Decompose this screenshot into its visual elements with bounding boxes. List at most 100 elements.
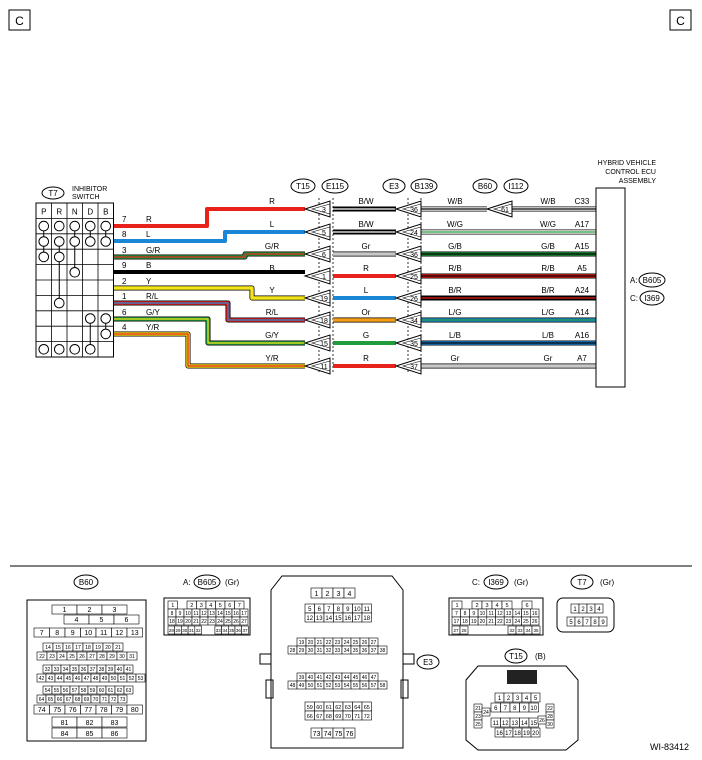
terminal-number: 75 [53, 707, 61, 714]
terminal-cell [135, 673, 146, 683]
ecu-pin-label: A16 [575, 331, 590, 340]
terminal-number: 26 [532, 619, 538, 625]
terminal-cell [117, 694, 128, 704]
terminal-number: 10 [530, 706, 537, 712]
terminal-number: 81 [61, 720, 69, 727]
contact-point [38, 220, 50, 232]
contact-point [84, 313, 96, 324]
terminal-number: 56 [63, 688, 69, 694]
terminal-number: 25 [523, 619, 529, 625]
terminal-number: 6 [525, 603, 528, 609]
contact-point [84, 344, 96, 355]
terminal-number: 34 [63, 667, 69, 673]
terminal-cell [239, 616, 249, 626]
terminal-number: 18 [363, 616, 370, 622]
terminal-number: 17 [454, 619, 460, 625]
terminal-number: 9 [179, 611, 182, 617]
wire-switch-7 [114, 207, 305, 228]
e3-pin-number: 26 [410, 296, 418, 303]
terminal-cell [361, 612, 372, 623]
terminal-number: 33 [517, 628, 523, 633]
contact-point [53, 220, 65, 232]
wire-color-label: W/B [540, 197, 555, 206]
terminal-number: 15 [335, 616, 342, 622]
terminal-number: 22 [39, 654, 45, 660]
terminal-number: 61 [326, 705, 332, 711]
terminal-number: 7 [585, 620, 589, 626]
terminal-number: 8 [55, 630, 59, 637]
wire-switch-2 [114, 286, 305, 300]
terminal-number: 25 [475, 722, 481, 728]
terminal-number: 8 [337, 607, 341, 613]
terminal-number: 32 [326, 648, 332, 654]
terminal-number: 75 [335, 731, 343, 738]
terminal-number: 6 [494, 706, 498, 712]
terminal-number: 10 [354, 607, 361, 613]
terminal-number: 73 [313, 731, 321, 738]
terminal-number: 5 [308, 607, 312, 613]
wire-color-label: L/B [449, 331, 461, 340]
terminal-number: 64 [39, 697, 45, 703]
wire-color-label: W/B [447, 197, 462, 206]
ecu-title-3: ASSEMBLY [619, 178, 657, 185]
terminal-number: 20 [308, 640, 314, 646]
terminal-number: 56 [362, 683, 368, 689]
terminal-cell [194, 625, 202, 635]
terminal-number: 52 [129, 676, 135, 682]
terminal-number: 7 [504, 706, 508, 712]
terminal-number: 79 [115, 707, 123, 714]
terminal-number: 23 [209, 619, 215, 625]
terminal-cell [113, 614, 140, 625]
terminal-number: 68 [75, 697, 81, 703]
contact-point [38, 344, 50, 355]
terminal-number: 19 [523, 731, 530, 737]
switch-pin-number: 6 [122, 308, 127, 317]
wire-color-label: G/R [265, 242, 279, 251]
view-e3-body [270, 575, 404, 749]
view-t7-suffix: (Gr) [600, 578, 615, 587]
switch-pin-number: 7 [122, 215, 127, 224]
terminal-number: 74 [324, 731, 332, 738]
terminal-number: 69 [335, 714, 341, 720]
terminal-number: 3 [337, 591, 341, 598]
view-t15-latch [507, 670, 537, 684]
terminal-cell [598, 616, 608, 627]
terminal-number: 68 [326, 714, 332, 720]
terminal-number: 47 [84, 676, 90, 682]
contact-point [69, 267, 81, 278]
terminal-number: 23 [475, 714, 481, 720]
wire-color-label: B/W [358, 220, 374, 229]
terminal-number: 12 [502, 721, 509, 727]
terminal-cell [530, 727, 541, 738]
terminal-number: 66 [57, 697, 63, 703]
terminal-number: 29 [109, 654, 115, 660]
terminal-number: 30 [119, 654, 125, 660]
view-i369-prefix: C: [472, 578, 480, 587]
switch-wire-color: B [146, 261, 151, 270]
terminal-number: 4 [525, 696, 529, 702]
terminal-number: 35 [353, 648, 359, 654]
connector-arrow-t15 [303, 223, 331, 241]
terminal-number: 60 [316, 705, 322, 711]
terminal-number: 58 [81, 688, 87, 694]
terminal-number: 63 [345, 705, 351, 711]
terminal-number: 55 [353, 683, 359, 689]
connector-labels: T15 E115 E3 B139 B60 I112 [290, 178, 529, 194]
terminal-number: 23 [335, 640, 341, 646]
view-b605-suffix: (Gr) [225, 578, 240, 587]
terminal-number: 6 [125, 617, 129, 624]
wire-color-label: B/R [448, 286, 462, 295]
view-e3-tag: E3 [423, 658, 433, 667]
contact-point [53, 236, 65, 247]
wire-color-label: R/L [266, 308, 279, 317]
terminal-number: 36 [236, 628, 242, 633]
terminal-number: 53 [335, 683, 341, 689]
contact-point [38, 236, 50, 247]
terminal-number: 35 [533, 628, 539, 633]
wire-color-label: Y/R [265, 354, 279, 363]
terminal-number: 30 [182, 628, 188, 633]
terminal-cell [537, 715, 547, 725]
terminal-number: 80 [131, 707, 139, 714]
terminal-number: 15 [55, 645, 61, 651]
